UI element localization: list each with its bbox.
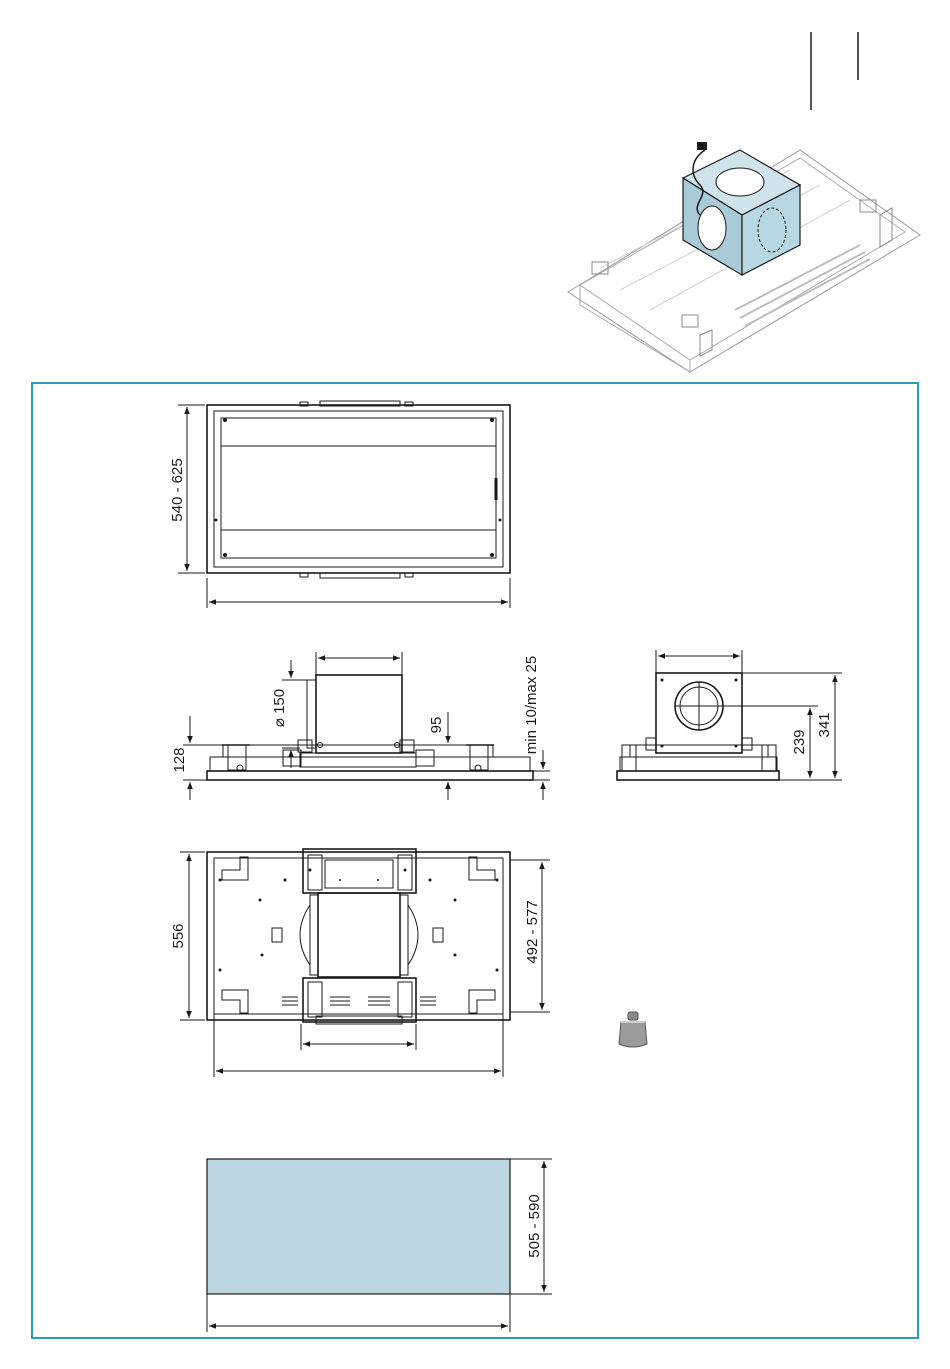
offset-label: 95 — [428, 717, 445, 734]
duct-diameter-label: ⌀ 150 — [271, 689, 288, 727]
axis-height-label: 239 — [791, 729, 808, 754]
bottom-view: 556 492 - 577 — [170, 849, 550, 1077]
side-view: ⌀ 150 128 95 min 10/max 25 — [171, 652, 550, 800]
top-view-depth-label: 540 - 625 — [169, 458, 186, 521]
hood-isometric-illustration — [568, 142, 920, 372]
fixing-distance-label: 492 - 577 — [524, 900, 541, 963]
body-height-label: 128 — [171, 747, 188, 772]
weight-icon — [619, 1012, 647, 1047]
cutout-depth-label: 505 - 590 — [526, 1194, 543, 1257]
header-marks — [811, 32, 858, 110]
cutout-view: 505 - 590 — [207, 1159, 552, 1332]
bottom-view-depth-label: 556 — [170, 923, 187, 948]
end-view: 239 341 — [617, 650, 842, 780]
top-view: 540 - 625 — [169, 401, 510, 608]
total-height-label: 341 — [816, 712, 833, 737]
adjustment-label: min 10/max 25 — [523, 656, 540, 754]
